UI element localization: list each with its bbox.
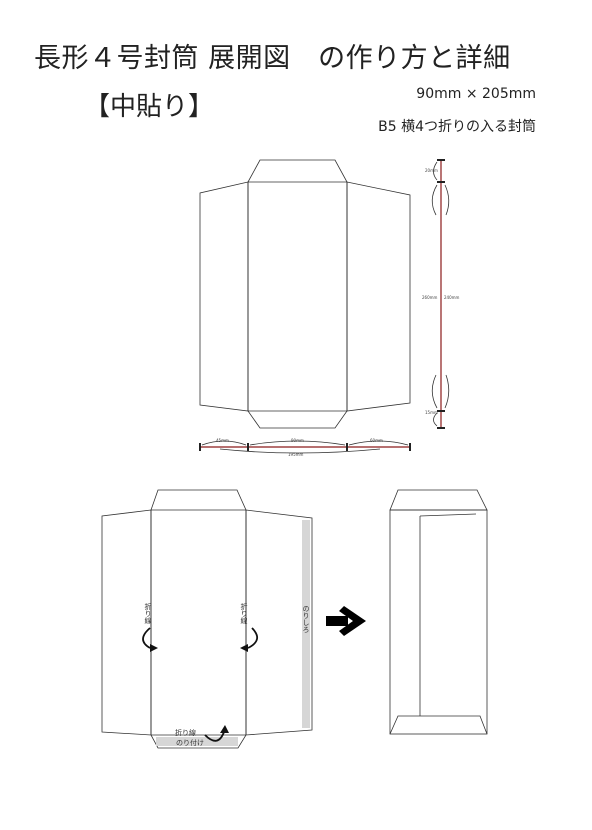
glue-strip-bottom	[156, 737, 238, 746]
left-side-flap	[199, 181, 249, 412]
dim-left-panel: 45mm	[216, 438, 229, 443]
page-subtitle: 【中貼り】	[84, 92, 215, 122]
right-side-flap	[346, 181, 411, 412]
fold-line-label-left: 折り線	[144, 602, 152, 624]
assembly-center-panel	[150, 489, 247, 749]
horizontal-dimension: 45mm 90mm 60mm 195mm	[199, 438, 411, 457]
fold-line-label-bottom: 折り線	[175, 728, 196, 737]
fold-line-label-right: 折り線	[240, 602, 248, 624]
envelope-size: 90mm × 205mm	[416, 86, 536, 102]
envelope-note: B5 横4つ折りの入る封筒	[378, 119, 536, 135]
finished-envelope	[389, 489, 488, 735]
fold-arrow-bottom-icon	[204, 725, 229, 742]
dim-total-width: 195mm	[288, 452, 304, 457]
glue-label-side: のりしろ	[302, 605, 310, 634]
dim-body-height: 260mm	[422, 295, 438, 300]
dim-bottom-flap: 15mm	[425, 410, 438, 415]
right-arrow-icon	[326, 606, 366, 636]
glue-label-bottom: のり付け	[176, 738, 204, 747]
fold-arrow-right-icon	[240, 627, 258, 652]
page-title: 長形４号封筒 展開図 の作り方と詳細	[34, 43, 511, 74]
center-panel	[247, 159, 348, 429]
development-outline	[199, 159, 411, 429]
fold-arrow-left-icon	[142, 627, 158, 652]
assembly-outline	[101, 489, 313, 749]
dim-body-height-alt: 240mm	[444, 295, 460, 300]
vertical-dimension: 20mm 260mm 240mm 15mm	[422, 159, 460, 429]
assembly-right-flap	[245, 509, 313, 736]
glue-strip-side	[302, 520, 310, 728]
dim-right-panel: 60mm	[370, 438, 383, 443]
dim-top-flap: 20mm	[425, 168, 438, 173]
dim-center-panel: 90mm	[291, 438, 304, 443]
